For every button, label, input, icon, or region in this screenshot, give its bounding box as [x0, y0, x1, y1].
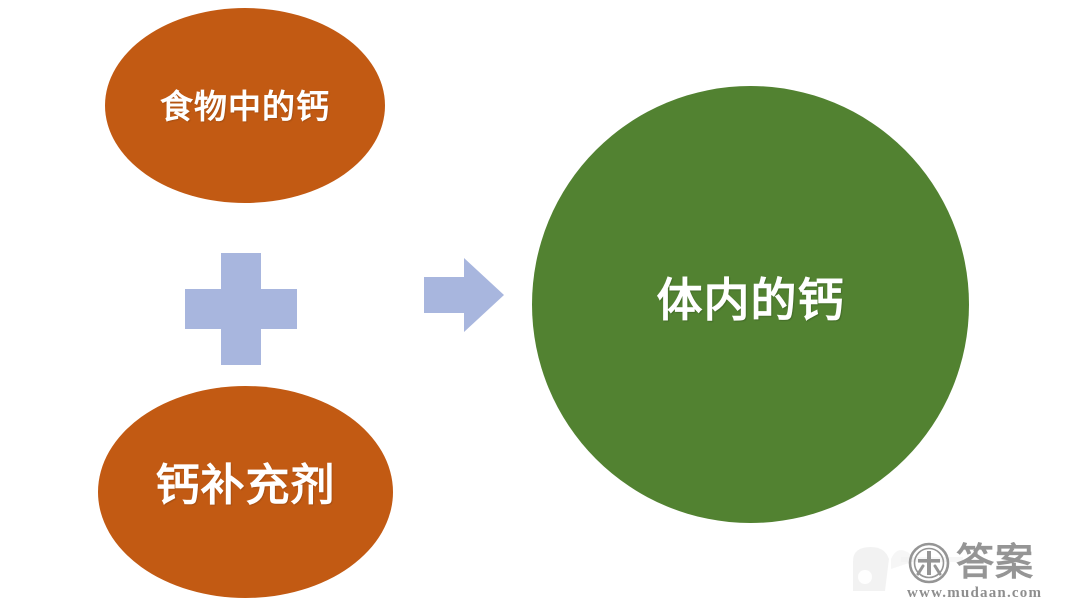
shape-calcium-supplement-ellipse[interactable]: 钙补充剂 — [98, 386, 393, 598]
watermark-brand: 答案 — [907, 541, 1034, 585]
watermark-text: 答案 — [956, 542, 1035, 584]
watermark-url: www.mudaan.com — [907, 585, 1043, 601]
plus-icon — [185, 253, 297, 365]
shape-food-calcium-label: 食物中的钙 — [160, 88, 330, 126]
shape-food-calcium-ellipse[interactable]: 食物中的钙 — [105, 8, 385, 203]
watermark: 答案 www.mudaan.com — [845, 535, 1060, 605]
circular-seal-logo-icon — [908, 542, 950, 584]
shape-body-calcium-circle[interactable]: 体内的钙 — [532, 86, 969, 523]
shape-body-calcium-label: 体内的钙 — [656, 274, 845, 327]
arrow-right-icon — [424, 258, 504, 332]
plus-icon-vertical-bar — [221, 253, 261, 365]
shape-calcium-supplement-label: 钙补充剂 — [155, 460, 336, 510]
